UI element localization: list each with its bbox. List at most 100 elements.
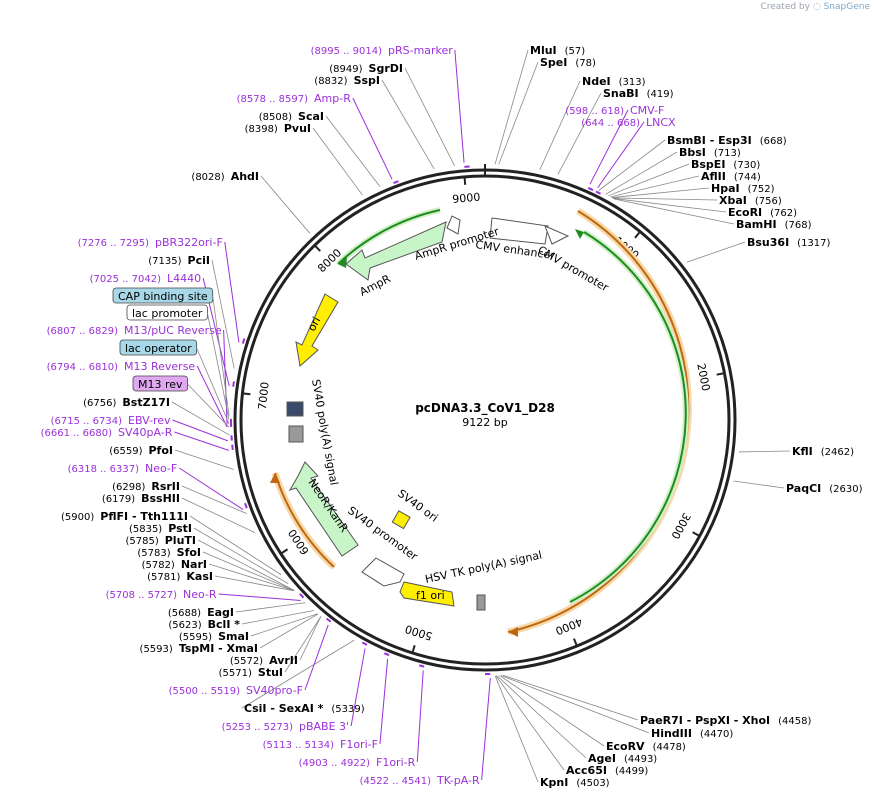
leader-line [203, 552, 294, 591]
tick-mark [281, 549, 288, 553]
primer-name: pBR322ori-F [155, 236, 223, 249]
enzyme-site[interactable]: EcoRV(4478) [606, 740, 686, 753]
boxed-feature-label: lac promoter [132, 307, 203, 320]
enzyme-site[interactable]: SfoI(5783) [137, 546, 201, 559]
enzyme-name: BclI * [208, 618, 241, 631]
enzyme-site[interactable]: BclI * (5623) [168, 618, 240, 631]
enzyme-name: PflFI - Tth111I [100, 510, 188, 523]
primer-name: F1ori-F [340, 738, 378, 751]
enzyme-site[interactable]: PluTI(5785) [125, 534, 196, 547]
leader-line [612, 198, 717, 200]
enzyme-site[interactable]: BssHII(6179) [102, 492, 180, 505]
primer-name: Neo-F [145, 462, 177, 475]
primer-name: Neo-R [183, 588, 217, 601]
enzyme-name: PciI [188, 254, 210, 267]
enzyme-site[interactable]: EagI(5688) [168, 606, 234, 619]
leader-line [313, 128, 363, 195]
leader-line [405, 68, 455, 166]
primer-mark [394, 181, 399, 183]
enzyme-site[interactable]: PvuI(8398) [245, 122, 311, 135]
credit-brand: SnapGene [824, 2, 870, 12]
label-sv40-polya: SV40 poly(A) signal [309, 378, 340, 486]
enzyme-position: (8832) [314, 76, 347, 87]
enzyme-site[interactable]: Bsu36I(1317) [747, 236, 831, 249]
enzyme-site[interactable]: KasI(5781) [147, 570, 213, 583]
primer-leader [417, 670, 423, 762]
label-cmv-promoter: CMV promoter [536, 243, 612, 294]
enzyme-site[interactable]: PaqCI(2630) [786, 482, 863, 495]
enzyme-site[interactable]: PaeR7I - PspXI - XhoI(4458) [640, 714, 812, 727]
enzyme-site[interactable]: HindIII(4470) [651, 727, 733, 740]
enzyme-site[interactable]: TspMI - XmaI(5593) [140, 642, 258, 655]
primer-name: pRS-marker [388, 44, 453, 57]
enzyme-position: (4499) [615, 766, 648, 777]
enzyme-position: (4470) [700, 729, 733, 740]
enzyme-site[interactable]: PciI (7135) [148, 254, 210, 267]
enzyme-position: (2630) [829, 484, 862, 495]
leader-line [326, 116, 380, 187]
tick-mark [412, 645, 414, 653]
enzyme-name: SnaBI [603, 87, 639, 100]
enzyme-position: (5785) [125, 536, 158, 547]
enzyme-name: KpnI [540, 776, 568, 789]
enzyme-position: (5900) [61, 512, 94, 523]
primer-leader [219, 594, 301, 600]
enzyme-position: (8508) [259, 112, 292, 123]
tick-label: 5000 [403, 622, 434, 643]
enzyme-position: (752) [748, 184, 775, 195]
primer-position: (6807 .. 6829) [47, 326, 119, 337]
enzyme-site[interactable]: ScaI(8508) [259, 110, 324, 123]
enzyme-site[interactable]: PstI(5835) [129, 522, 192, 535]
primer-name: LNCX [646, 116, 676, 129]
enzyme-site[interactable]: SspI(8832) [314, 74, 380, 87]
enzyme-site[interactable]: SnaBI(419) [603, 87, 674, 100]
leader-line [496, 676, 564, 770]
enzyme-position: (6179) [102, 494, 135, 505]
enzyme-site[interactable]: AhdI(8028) [191, 170, 259, 183]
enzyme-name: Acc65I [566, 764, 607, 777]
primer-site[interactable]: Neo-R(5708 .. 5727) [106, 588, 304, 601]
boxed-feature-label: M13 rev [138, 378, 183, 391]
enzyme-site[interactable]: BstZ17I(6756) [83, 396, 170, 409]
enzyme-site[interactable]: NarI(5782) [142, 558, 207, 571]
primer-position: (8578 .. 8597) [237, 94, 309, 105]
enzyme-site[interactable]: SpeI(78) [540, 56, 596, 69]
primer-leader [353, 98, 392, 179]
primer-position: (4522 .. 4541) [360, 776, 432, 787]
primer-site[interactable]: M13/pUC Reverse(6807 .. 6829) [47, 324, 231, 424]
enzyme-site[interactable]: BamHI(768) [736, 218, 812, 231]
enzyme-name: BamHI [736, 218, 777, 231]
enzyme-position: (6298) [112, 482, 145, 493]
enzyme-position: (5623) [168, 620, 201, 631]
enzyme-site[interactable]: Acc65I (4499) [566, 764, 648, 777]
primer-site[interactable]: F1ori-R(4903 .. 4922) [299, 665, 425, 769]
primer-leader [197, 366, 227, 427]
primer-site[interactable]: LNCX(644 .. 668) [581, 116, 676, 194]
leader-line [687, 242, 745, 262]
enzyme-site[interactable]: KpnI (4503) [540, 776, 610, 789]
enzyme-position: (668) [760, 136, 787, 147]
enzyme-position: (7135) [148, 256, 181, 267]
leader-line [739, 451, 790, 452]
enzyme-position: (5782) [142, 560, 175, 571]
feature-sv40-promoter [362, 558, 404, 586]
leader-line [613, 198, 726, 212]
enzyme-position: (78) [575, 58, 596, 69]
enzyme-site[interactable]: PfoI(6559) [109, 444, 173, 457]
enzyme-position: (4503) [576, 778, 609, 789]
enzyme-site[interactable]: StuI(5571) [219, 666, 283, 679]
enzyme-name: EagI [207, 606, 234, 619]
primer-position: (6318 .. 6337) [68, 464, 140, 475]
enzyme-site[interactable]: PflFI - Tth111I (5900) [61, 510, 188, 523]
primer-site[interactable]: Amp-R(8578 .. 8597) [237, 92, 399, 183]
enzyme-name: PvuI [284, 122, 311, 135]
primer-position: (8995 .. 9014) [311, 46, 383, 57]
plasmid-length: 9122 bp [462, 416, 507, 429]
enzyme-site[interactable]: CsiI - SexAI *(5339) [244, 702, 365, 715]
enzyme-position: (5593) [140, 644, 173, 655]
tick-mark [693, 532, 700, 536]
leader-line [382, 80, 434, 169]
enzyme-site[interactable]: KflI(2462) [792, 445, 854, 458]
primer-site[interactable]: TK-pA-R(4522 .. 4541) [360, 674, 491, 787]
